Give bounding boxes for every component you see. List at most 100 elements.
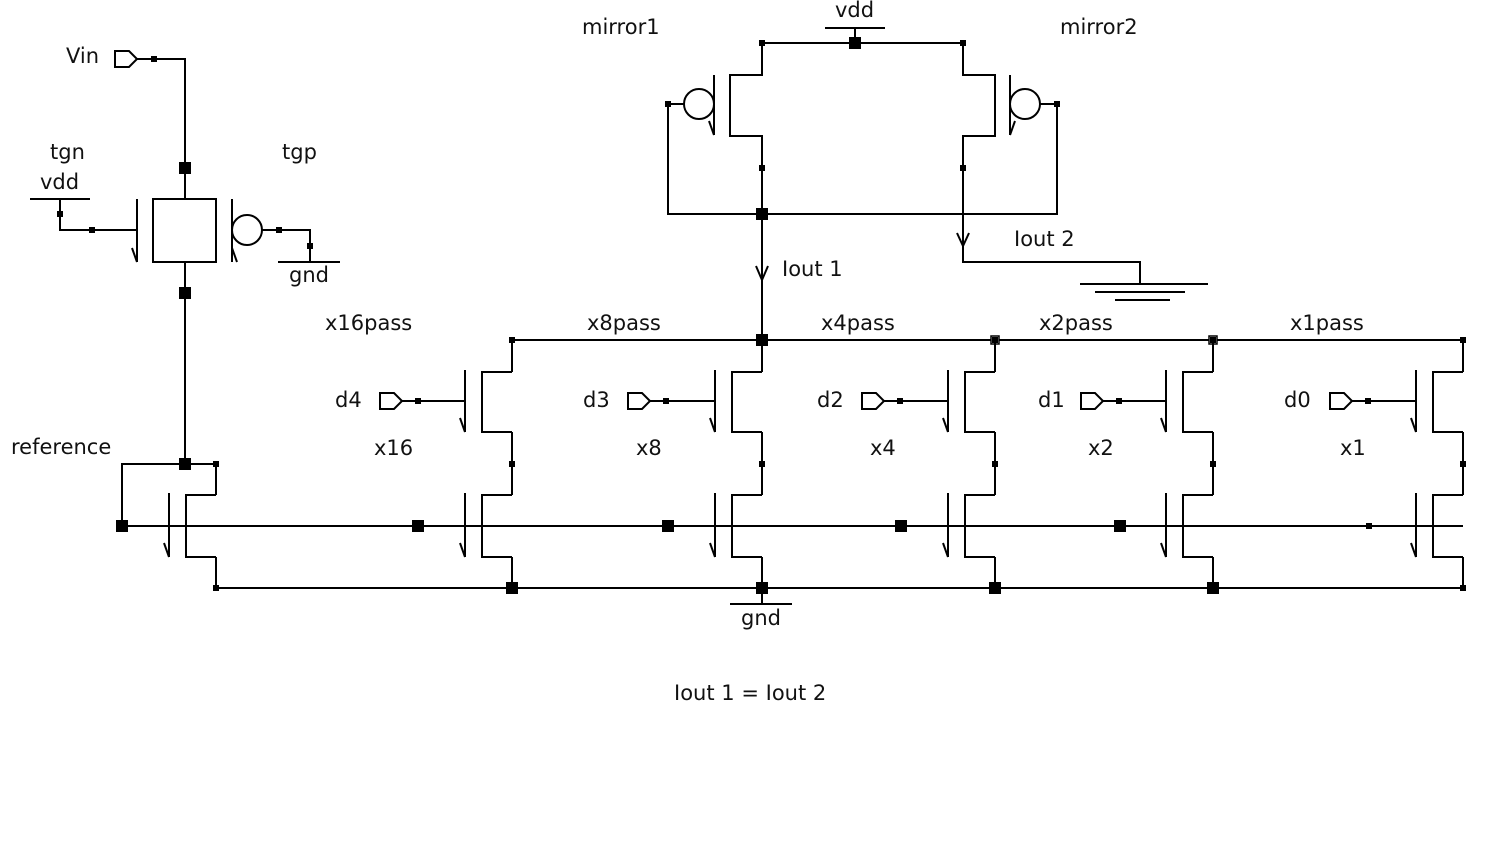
pin-dot <box>960 165 966 171</box>
input-port-icon <box>379 392 404 410</box>
pmos-bubble-icon <box>1009 88 1041 120</box>
nmos-arrow <box>131 247 138 263</box>
pin-dot <box>57 211 63 217</box>
iout2-label: Iout 2 <box>1014 227 1075 251</box>
pass-label: x8pass <box>587 311 661 335</box>
nmos-channel <box>1182 371 1213 433</box>
pin-dot <box>665 101 671 107</box>
nmos-arrow <box>1160 542 1167 558</box>
nmos-arrow <box>231 247 238 263</box>
input-port-icon <box>1329 392 1354 410</box>
branch-labels: x16pass d4 x16 x8pass d3 x8 x4pass d2 x4 x2pass d1… <box>325 311 1366 460</box>
junction-node <box>662 520 674 532</box>
current-arrow-icon <box>956 232 970 249</box>
nmos-channel <box>964 371 995 433</box>
junction-node <box>179 287 191 299</box>
junction-node <box>895 520 907 532</box>
pmos-bubble-icon <box>683 88 715 120</box>
pin-dot <box>307 243 313 249</box>
wire <box>262 229 311 262</box>
nmos-arrow <box>1410 542 1417 558</box>
nmos-arrow <box>942 542 949 558</box>
nmos-arrow <box>1410 417 1417 433</box>
pin-dot <box>1210 461 1216 467</box>
nmos-arrow <box>163 542 170 558</box>
pmos-arrow <box>708 120 715 136</box>
size-label: x16 <box>374 436 413 460</box>
current-arrow-icon <box>755 265 769 283</box>
pin-dot <box>415 398 421 404</box>
mirror2-label: mirror2 <box>1060 15 1138 39</box>
size-label: x4 <box>870 436 896 460</box>
pass-label: x2pass <box>1039 311 1113 335</box>
nmos-arrow <box>709 417 716 433</box>
equation-text: Iout 1 = Iout 2 <box>674 681 826 705</box>
nmos-channel <box>481 371 512 433</box>
mirror2-channel <box>962 43 1141 284</box>
labels: Vin tgn vdd tgp gnd reference mirror1 mi… <box>11 0 1138 705</box>
pin-dot <box>89 227 95 233</box>
pin-dot <box>663 398 669 404</box>
wires <box>30 27 1466 605</box>
junction-node <box>116 520 128 532</box>
nmos-channel <box>1432 371 1463 433</box>
pin-dot <box>992 461 998 467</box>
size-label: x1 <box>1340 436 1366 460</box>
input-port-icon <box>861 392 886 410</box>
pmos-bubble-icon <box>231 214 263 246</box>
pin-dot <box>1366 523 1372 529</box>
input-port-icon <box>114 50 139 68</box>
junction-node <box>412 520 424 532</box>
tg-vdd-label: vdd <box>40 170 79 194</box>
tg-gnd-label: gnd <box>289 263 329 287</box>
input-label: d4 <box>335 388 362 412</box>
reference-label: reference <box>11 435 111 459</box>
pass-label: x4pass <box>821 311 895 335</box>
vin-label: Vin <box>66 44 99 68</box>
pin-dot <box>759 165 765 171</box>
nmos-arrow <box>459 542 466 558</box>
junction-node <box>179 162 191 174</box>
pin-dot <box>1116 398 1122 404</box>
input-label: d1 <box>1038 388 1065 412</box>
mirror1-label: mirror1 <box>582 15 660 39</box>
nmos-channel <box>481 494 512 558</box>
pin-dot <box>1460 461 1466 467</box>
junction-node <box>1114 520 1126 532</box>
iout1-label: Iout 1 <box>782 257 843 281</box>
pin-dot <box>213 585 219 591</box>
pin-dot <box>1054 101 1060 107</box>
pass-label: x1pass <box>1290 311 1364 335</box>
wire <box>137 58 186 199</box>
pin-dot <box>276 227 282 233</box>
tgn-label: tgn <box>50 140 85 164</box>
size-label: x8 <box>636 436 662 460</box>
pin-dot <box>897 398 903 404</box>
nmos-arrow <box>1160 417 1167 433</box>
nmos-channel <box>964 494 995 558</box>
pin-dot <box>1365 398 1371 404</box>
wire <box>59 199 137 231</box>
nmos-channel <box>731 371 762 433</box>
pin-dot <box>509 461 515 467</box>
input-port-icon <box>1080 392 1105 410</box>
input-port-icon <box>627 392 652 410</box>
nmos-channel <box>1182 494 1213 558</box>
bottom-gnd-label: gnd <box>741 606 781 630</box>
wire <box>121 463 217 526</box>
input-label: d2 <box>817 388 844 412</box>
input-label: d3 <box>583 388 610 412</box>
nmos-arrow <box>709 542 716 558</box>
mirror1-channel <box>729 43 763 340</box>
size-label: x2 <box>1088 436 1114 460</box>
pmos-arrow <box>1009 120 1016 136</box>
nmos-channel <box>731 494 762 558</box>
nmos-arrow <box>459 417 466 433</box>
pass-label: x16pass <box>325 311 412 335</box>
pin-dot <box>213 461 219 467</box>
transmission-gate-body <box>152 198 217 263</box>
pin-dot <box>759 461 765 467</box>
input-label: d0 <box>1284 388 1311 412</box>
